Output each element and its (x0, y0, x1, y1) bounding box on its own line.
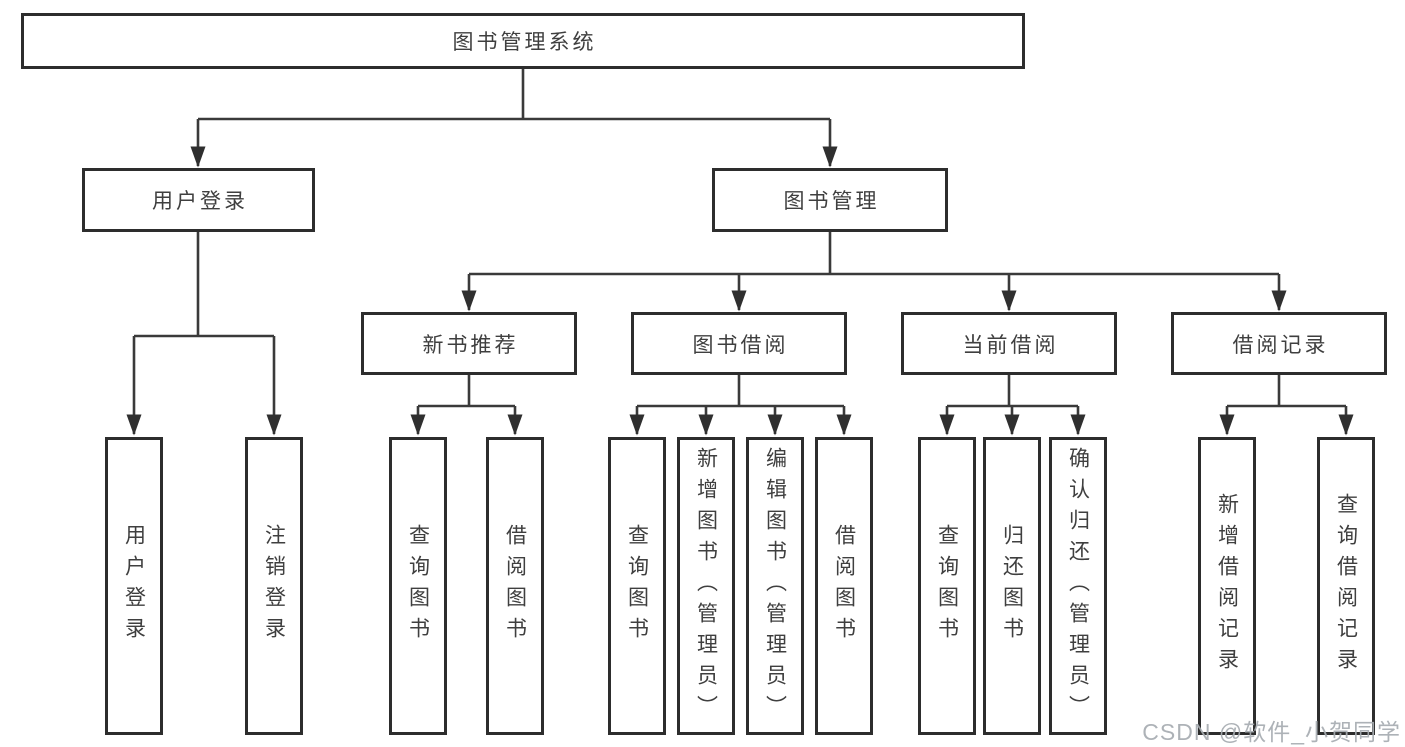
node-leaf-confirm-return-admin: 确认归还（管理员） (1049, 437, 1107, 735)
node-leaf-query-book-borrow: 查询图书 (608, 437, 666, 735)
node-new-book-recommendation: 新书推荐 (361, 312, 577, 375)
node-leaf-query-book-rec: 查询图书 (389, 437, 447, 735)
node-leaf-edit-book-admin: 编辑图书（管理员） (746, 437, 804, 735)
node-leaf-borrow-book-rec: 借阅图书 (486, 437, 544, 735)
node-borrowing-records: 借阅记录 (1171, 312, 1387, 375)
node-book-management: 图书管理 (712, 168, 948, 232)
node-current-borrowing: 当前借阅 (901, 312, 1117, 375)
node-root-system: 图书管理系统 (21, 13, 1025, 69)
node-leaf-borrow-book-borrow: 借阅图书 (815, 437, 873, 735)
node-leaf-return-book: 归还图书 (983, 437, 1041, 735)
node-leaf-query-book-current: 查询图书 (918, 437, 976, 735)
node-user-login: 用户登录 (82, 168, 315, 232)
node-leaf-add-book-admin: 新增图书（管理员） (677, 437, 735, 735)
node-leaf-user-login: 用户登录 (105, 437, 163, 735)
node-leaf-logout: 注销登录 (245, 437, 303, 735)
node-book-borrowing: 图书借阅 (631, 312, 847, 375)
node-leaf-query-borrow-record: 查询借阅记录 (1317, 437, 1375, 735)
node-leaf-add-borrow-record: 新增借阅记录 (1198, 437, 1256, 735)
